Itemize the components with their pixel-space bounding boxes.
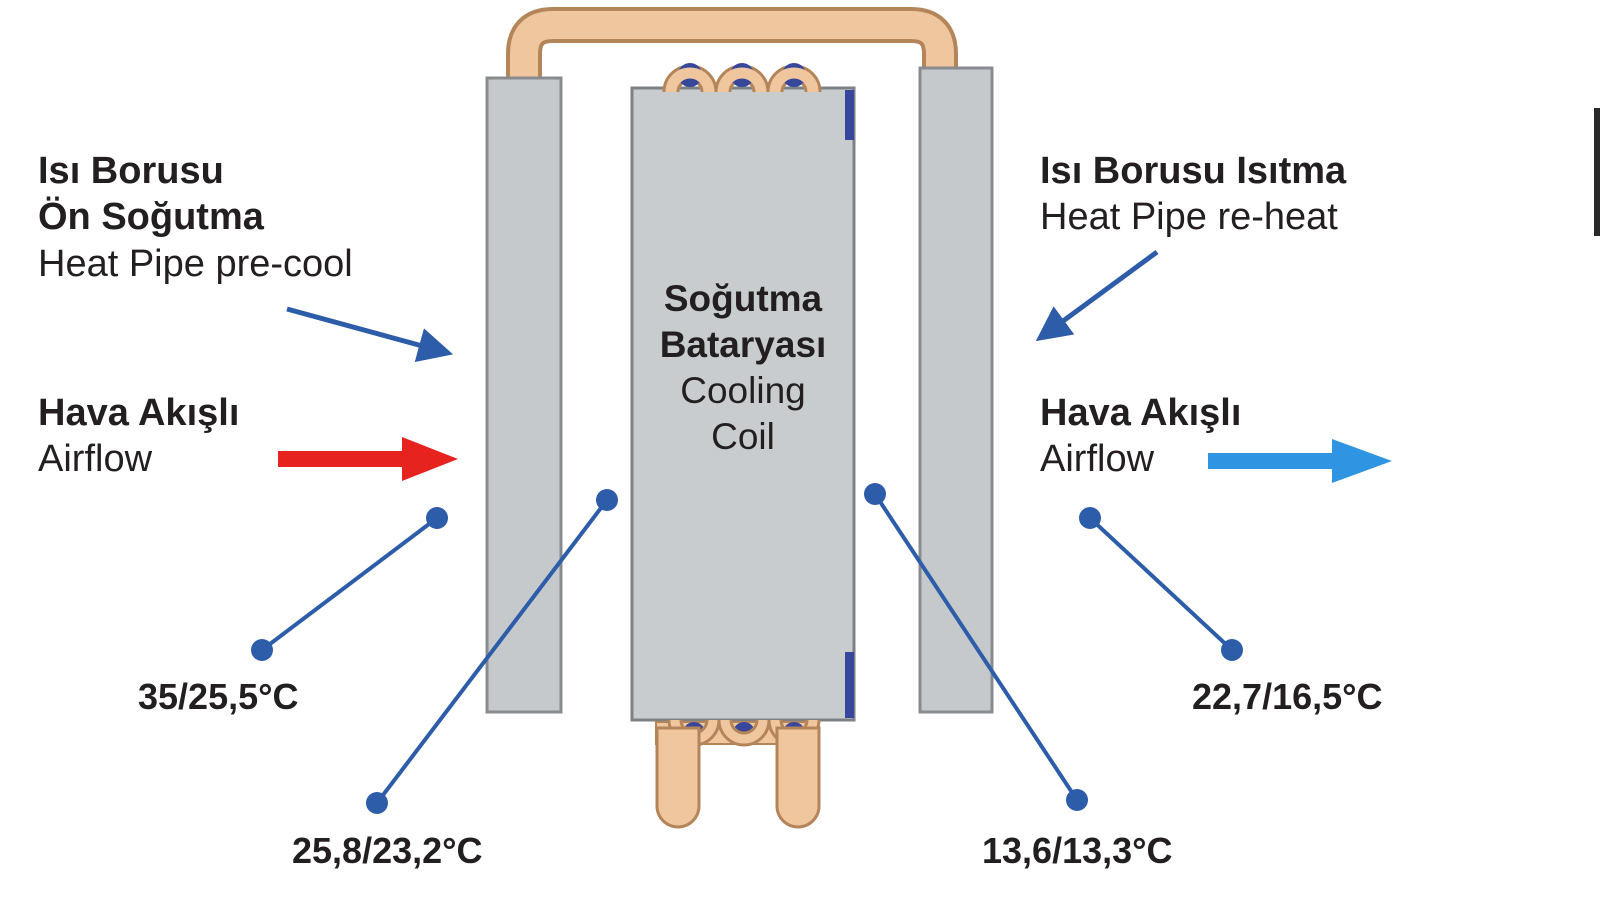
leader-inlet <box>260 516 439 652</box>
coil-bottom-tubes <box>655 719 821 829</box>
label-cooling-coil: Soğutma Bataryası Cooling Coil <box>632 276 854 460</box>
label-heatpipe-precool: Isı Borusu Ön Soğutma Heat Pipe pre-cool <box>38 148 353 287</box>
airflow-out-tr: Hava Akışlı <box>1040 392 1242 434</box>
label-airflow-in: Hava Akışlı Airflow <box>38 390 239 483</box>
coil-drain-pipe-left <box>655 726 701 829</box>
dot-inlet-bottom <box>251 639 273 661</box>
temp-after-precool: 25,8/23,2°C <box>292 830 483 871</box>
leader-after-coil <box>873 492 1079 802</box>
dot-outlet-bottom <box>1221 639 1243 661</box>
airflow-in-tr: Hava Akışlı <box>38 392 240 434</box>
airflow-in-arrow <box>278 437 458 481</box>
dot-inlet-top <box>426 507 448 529</box>
leader-after-precool <box>375 498 609 805</box>
cooling-coil-en-line1: Cooling <box>680 369 806 411</box>
cooling-coil-tr-line2: Bataryası <box>659 323 827 365</box>
label-airflow-out: Hava Akışlı Airflow <box>1040 390 1241 483</box>
airflow-in-en: Airflow <box>38 438 153 481</box>
left-heat-pipe-slab <box>485 76 563 714</box>
heatpipe-reheat-tr: Isı Borusu Isıtma <box>1040 150 1347 192</box>
temp-outlet: 22,7/16,5°C <box>1192 676 1383 717</box>
label-heatpipe-reheat: Isı Borusu Isıtma Heat Pipe re-heat <box>1040 148 1346 241</box>
callout-dots <box>251 483 1243 814</box>
callout-leaders <box>260 492 1234 805</box>
heatpipe-reheat-en: Heat Pipe re-heat <box>1040 196 1338 239</box>
cooling-coil-tr-line1: Soğutma <box>663 278 823 319</box>
coil-accent-bottom <box>845 652 854 718</box>
temp-inlet: 35/25,5°C <box>138 676 299 717</box>
coil-top-tubes <box>662 63 822 93</box>
heat-pipe-copper-loop <box>506 7 958 96</box>
coil-accent-top <box>845 90 854 140</box>
heatpipe-precool-tr-line1: Isı Borusu <box>38 150 224 192</box>
temp-after-coil: 13,6/13,3°C <box>982 830 1173 871</box>
cooling-coil-body <box>630 86 856 722</box>
precool-pointer-arrow <box>286 306 454 363</box>
coil-drain-pipe-right <box>775 726 821 829</box>
dot-coil-top <box>864 483 886 505</box>
heatpipe-precool-tr-line2: Ön Soğutma <box>38 196 264 239</box>
heatpipe-precool-en: Heat Pipe pre-cool <box>38 242 353 285</box>
reheat-pointer-arrow <box>1035 249 1159 342</box>
dot-coil-bottom <box>1066 789 1088 811</box>
leader-outlet <box>1088 516 1234 652</box>
airflow-out-en: Airflow <box>1040 438 1155 481</box>
cooling-coil-en-line2: Coil <box>711 415 775 457</box>
cropped-edge-mark <box>1594 108 1600 236</box>
dot-precool-top <box>596 489 618 511</box>
dot-outlet-top <box>1079 507 1101 529</box>
dot-precool-bottom <box>366 792 388 814</box>
right-heat-pipe-slab <box>918 66 994 714</box>
airflow-out-arrow <box>1208 439 1392 483</box>
